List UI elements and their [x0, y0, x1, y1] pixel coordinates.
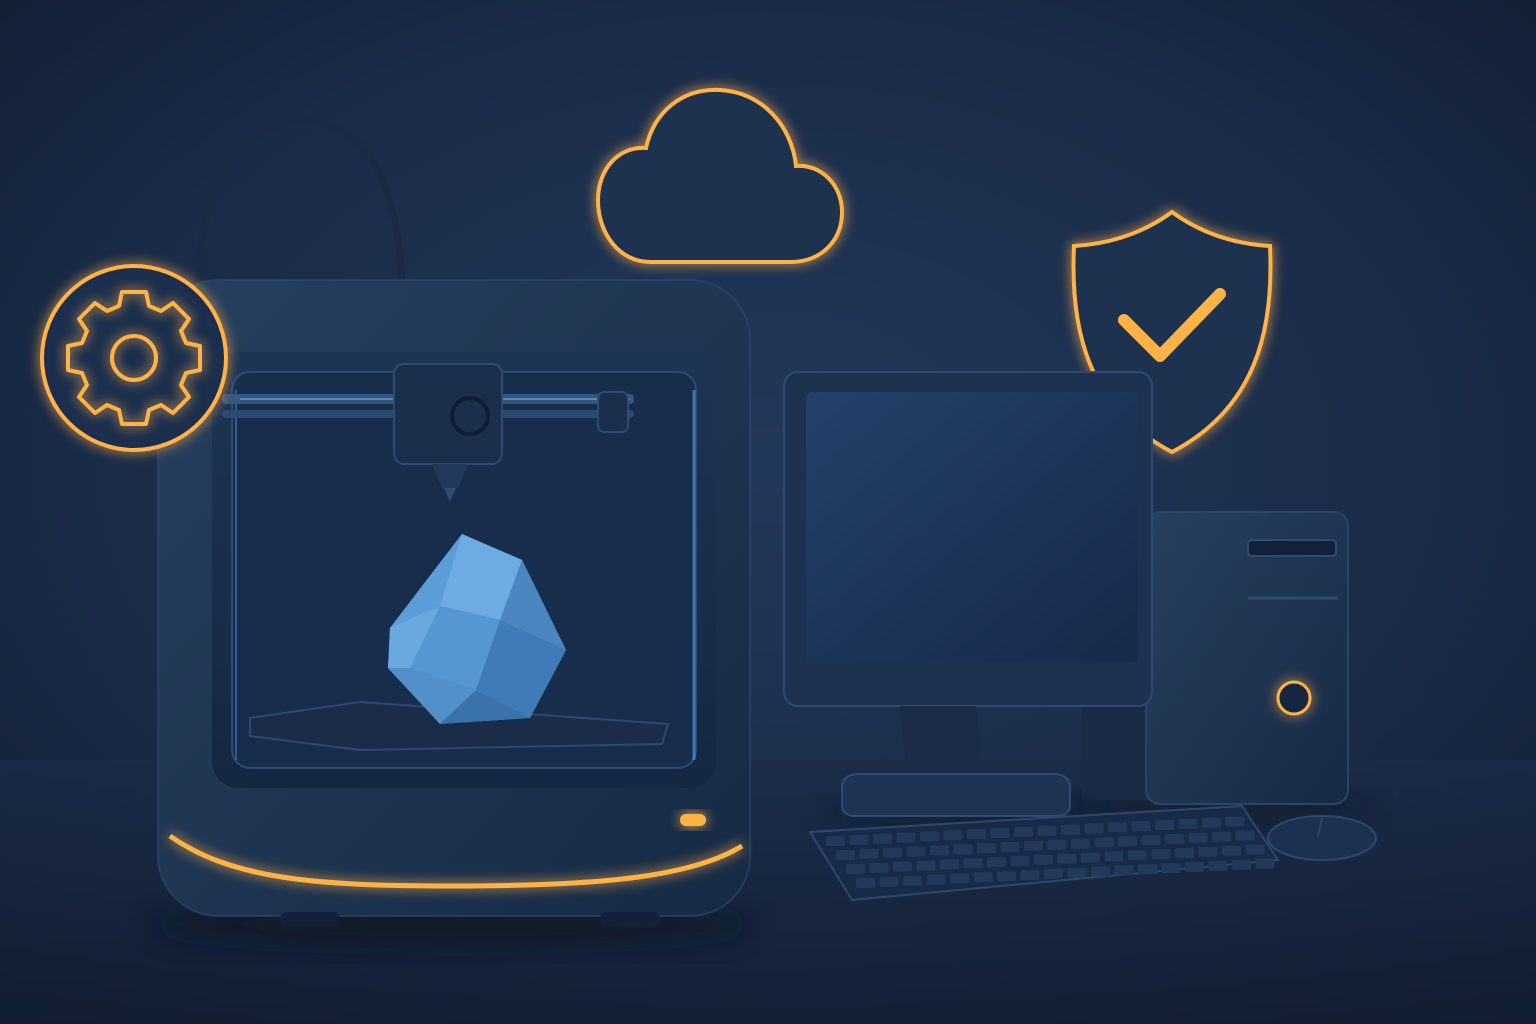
keyboard-key [1108, 822, 1127, 833]
mouse [1267, 815, 1377, 861]
keyboard-key [1104, 851, 1124, 862]
keyboard-key [916, 860, 936, 871]
keyboard-key [1024, 840, 1043, 851]
keyboard-key [1222, 845, 1241, 856]
keyboard-key [896, 832, 916, 843]
keyboard-key [1071, 838, 1090, 849]
keyboard-key [1255, 858, 1275, 869]
keyboard-key [967, 829, 986, 840]
power-button [1276, 680, 1312, 716]
keyboard-key [1067, 867, 1087, 878]
keyboard-key [846, 864, 865, 874]
keyboard-key [906, 846, 926, 857]
keyboard-key [1091, 866, 1110, 877]
print-head [393, 363, 629, 502]
keyboard-key [1141, 835, 1161, 846]
keyboard-key [1084, 823, 1104, 834]
keyboard-key [879, 876, 899, 887]
keyboard-key [893, 861, 912, 872]
keyboard-key [1161, 863, 1181, 874]
3d-printer [152, 279, 752, 946]
keyboard-key [859, 848, 879, 859]
keyboard-key [1185, 862, 1204, 872]
keyboard-key [953, 844, 973, 855]
keyboard-key [883, 847, 902, 858]
keyboard-key [836, 850, 855, 860]
keyboard-key [1114, 865, 1134, 876]
keyboard-key [1198, 846, 1218, 857]
keyboard [808, 804, 1280, 902]
keyboard-key [987, 857, 1006, 868]
build-plate [249, 700, 670, 752]
keyboard-key [1131, 821, 1151, 832]
keyboard-key [1020, 870, 1040, 880]
keyboard-key [963, 858, 983, 869]
keyboard-key [869, 862, 889, 873]
keyboard-key [1057, 853, 1077, 864]
keyboard-key [1138, 864, 1157, 875]
printed-polyhedron [388, 534, 566, 724]
keyboard-key [1128, 850, 1147, 861]
keyboard-key [1014, 826, 1033, 837]
keyboard-key [930, 845, 949, 856]
keyboard-key [1232, 859, 1251, 870]
keyboard-key [826, 836, 845, 846]
keyboard-key [943, 830, 963, 841]
computer-monitor [783, 371, 1153, 826]
keyboard-key [1235, 830, 1255, 841]
keyboard-key [1175, 848, 1194, 858]
printer-glow-strip [168, 833, 744, 889]
keyboard-key [1118, 836, 1137, 847]
keyboard-key [1061, 824, 1080, 835]
keyboard-key [973, 872, 993, 883]
keyboard-key [1155, 820, 1174, 830]
keyboard-key [940, 859, 959, 870]
keyboard-key [1202, 817, 1221, 828]
keyboard-key [1094, 837, 1114, 848]
keyboard-key [1047, 839, 1067, 850]
keyboard-key [1037, 825, 1057, 836]
keyboard-key [849, 834, 869, 845]
filament-cable [196, 118, 406, 294]
keyboard-keys [826, 816, 1275, 888]
keyboard-key [990, 828, 1010, 838]
keyboard-key [903, 875, 922, 886]
keyboard-key [1000, 842, 1020, 852]
keyboard-key [1165, 834, 1184, 844]
keyboard-key [920, 831, 939, 842]
keyboard-key [977, 843, 996, 854]
keyboard-key [1178, 818, 1198, 829]
keyboard-key [1081, 852, 1100, 863]
keyboard-key [1225, 816, 1245, 827]
keyboard-key [950, 873, 969, 884]
cloud-icon [595, 87, 845, 264]
keyboard-key [1245, 844, 1265, 855]
keyboard-key [926, 874, 946, 885]
keyboard-key [1010, 856, 1030, 866]
keyboard-key [1151, 849, 1171, 860]
keyboard-key [997, 871, 1016, 882]
keyboard-key [1044, 868, 1063, 879]
keyboard-key [1208, 860, 1228, 871]
monitor-screen [806, 392, 1138, 662]
keyboard-key [1212, 831, 1231, 842]
status-light [680, 814, 706, 826]
checkmark-icon [1118, 288, 1226, 362]
keyboard-key [1034, 854, 1053, 865]
keyboard-key [873, 833, 892, 844]
keyboard-key [856, 878, 875, 888]
keyboard-key [1188, 832, 1208, 843]
gear-icon [40, 264, 228, 452]
